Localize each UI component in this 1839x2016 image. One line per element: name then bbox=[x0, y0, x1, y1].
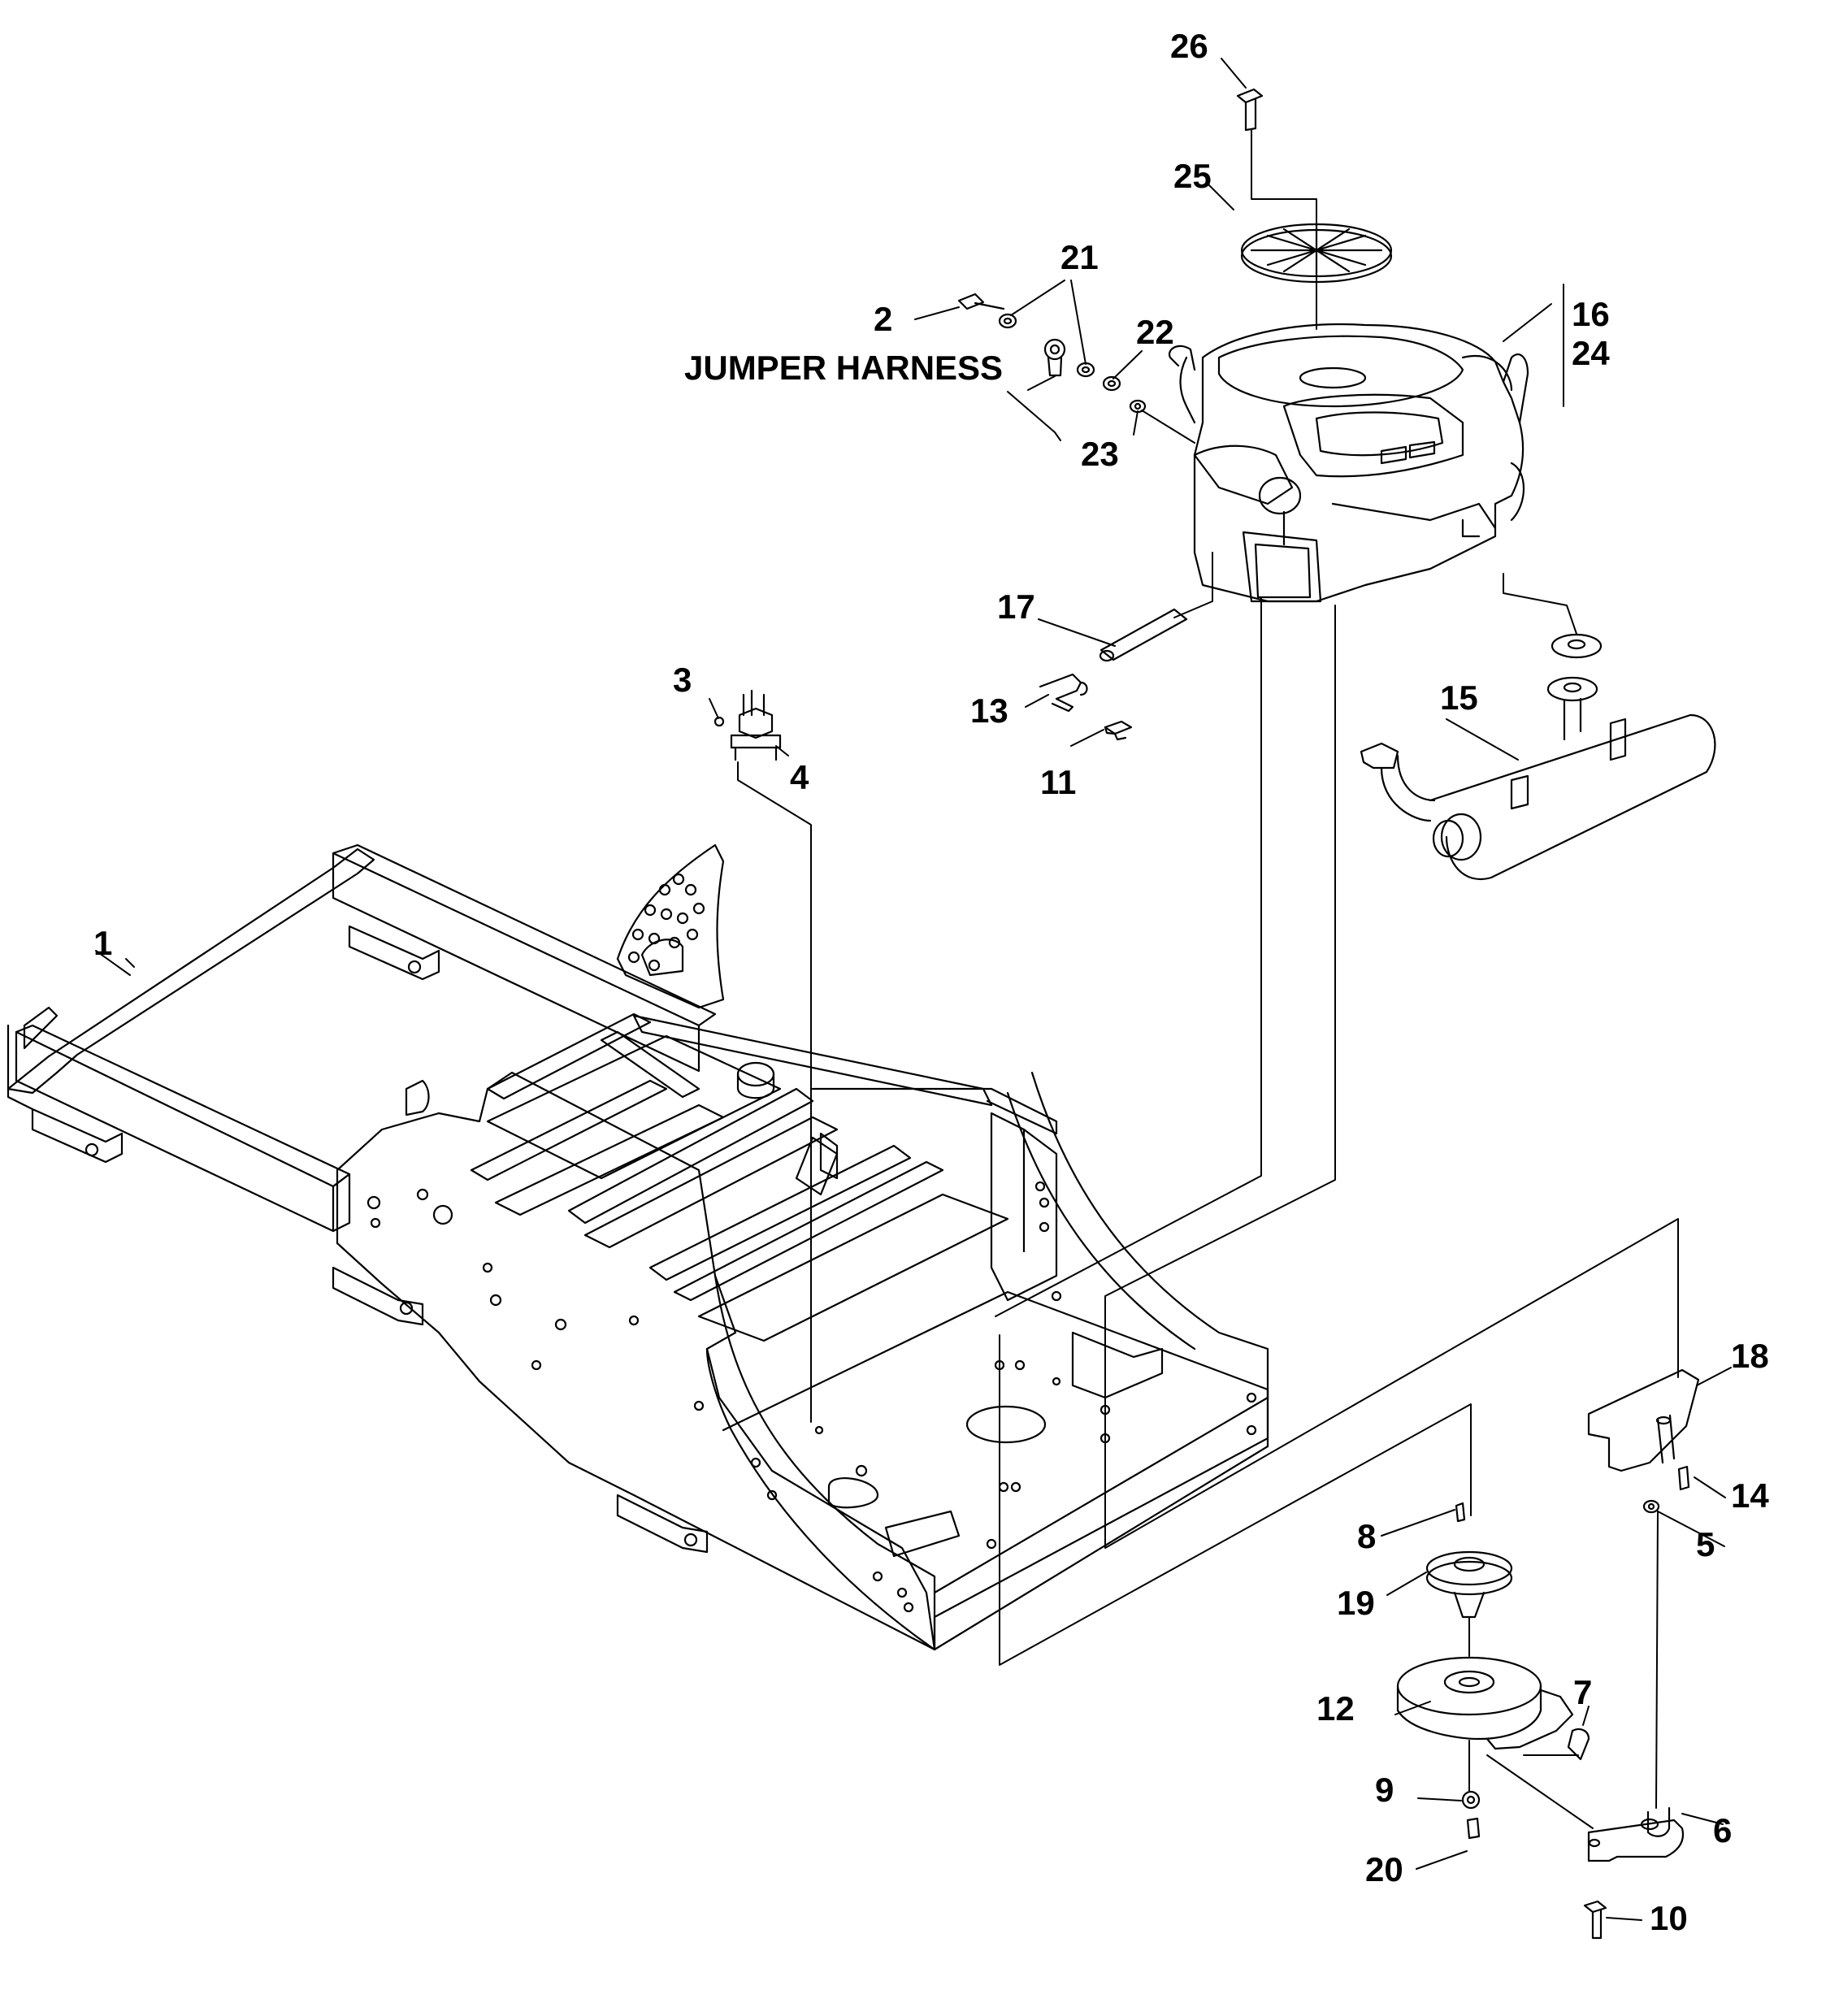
callout-20: 20 bbox=[1365, 1850, 1403, 1888]
callout-25: 25 bbox=[1173, 157, 1212, 195]
fuel-fitting bbox=[1040, 609, 1186, 739]
callout-19: 19 bbox=[1337, 1584, 1375, 1622]
callout-16: 16 bbox=[1572, 295, 1610, 333]
callout-3: 3 bbox=[673, 661, 692, 699]
harness-hardware bbox=[959, 294, 1145, 412]
chassis-frame bbox=[8, 845, 1268, 1650]
air-filter-cover bbox=[1242, 224, 1391, 282]
jumper-harness-label: JUMPER HARNESS bbox=[684, 349, 1004, 387]
callout-15: 15 bbox=[1440, 679, 1478, 717]
bolt-26 bbox=[1238, 89, 1262, 130]
callout-9: 9 bbox=[1375, 1771, 1394, 1809]
callout-23: 23 bbox=[1081, 435, 1119, 473]
callout-5: 5 bbox=[1696, 1525, 1715, 1563]
leader-lines bbox=[96, 59, 1731, 1920]
callout-24: 24 bbox=[1572, 334, 1610, 372]
callout-17: 17 bbox=[997, 587, 1035, 626]
callout-21: 21 bbox=[1060, 238, 1099, 276]
callout-11: 11 bbox=[1040, 763, 1077, 801]
muffler bbox=[1361, 635, 1715, 879]
callout-18: 18 bbox=[1731, 1337, 1769, 1375]
callout-2: 2 bbox=[874, 300, 893, 338]
callout-13: 13 bbox=[970, 692, 1008, 730]
mount-bracket bbox=[1589, 1370, 1698, 1512]
callout-10: 10 bbox=[1650, 1899, 1688, 1937]
callout-26: 26 bbox=[1170, 27, 1208, 65]
callout-7: 7 bbox=[1573, 1673, 1593, 1711]
engine bbox=[1169, 324, 1528, 601]
callout-4: 4 bbox=[790, 758, 809, 796]
clutch-mount-plate bbox=[1468, 1808, 1683, 1938]
callout-8: 8 bbox=[1357, 1517, 1377, 1555]
pto-clutch bbox=[1398, 1503, 1589, 1808]
callout-1: 1 bbox=[93, 924, 113, 962]
callout-12: 12 bbox=[1316, 1689, 1355, 1728]
callout-6: 6 bbox=[1713, 1811, 1733, 1849]
callout-14: 14 bbox=[1731, 1476, 1769, 1515]
starter-solenoid bbox=[715, 691, 780, 760]
callout-22: 22 bbox=[1136, 313, 1174, 351]
